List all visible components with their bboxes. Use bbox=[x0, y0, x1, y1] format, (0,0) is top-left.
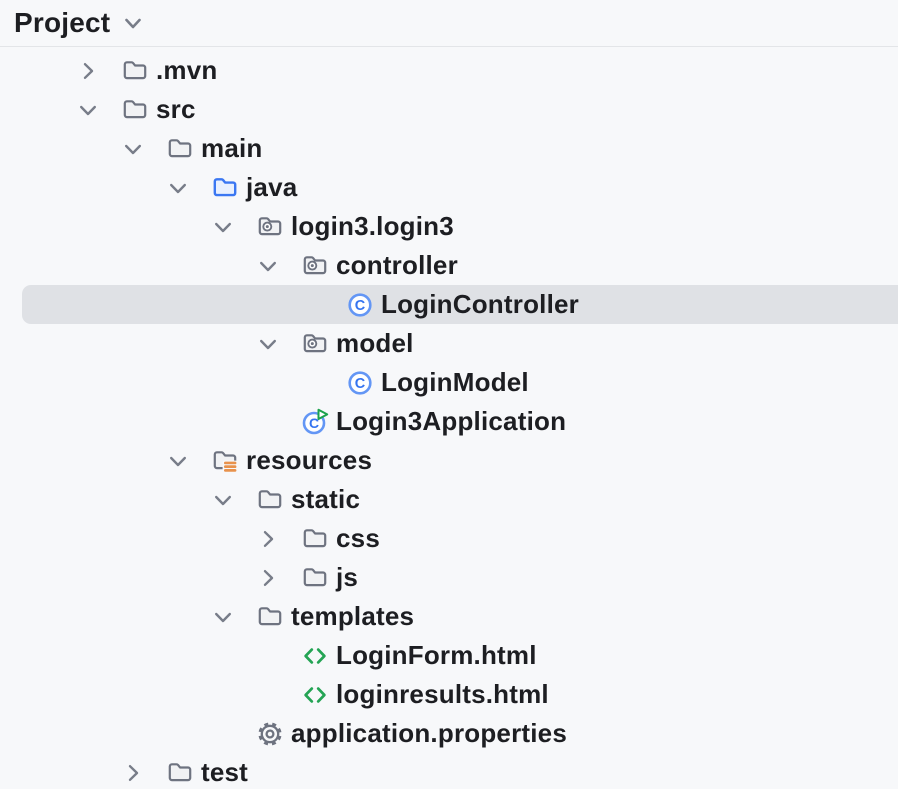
tree-item-label: static bbox=[291, 484, 361, 514]
tree-item-application-properties[interactable]: application.properties bbox=[0, 714, 898, 753]
package-icon bbox=[256, 213, 284, 241]
tree-item-logincontroller[interactable]: C LoginController bbox=[0, 285, 898, 324]
package-icon bbox=[301, 252, 329, 280]
tree-item-templates[interactable]: templates bbox=[0, 597, 898, 636]
properties-file-icon bbox=[256, 720, 284, 748]
tree-item-login3-login3[interactable]: login3.login3 bbox=[0, 207, 898, 246]
folder-icon bbox=[121, 57, 149, 85]
chevron-expanded-icon[interactable] bbox=[256, 332, 301, 356]
svg-text:C: C bbox=[355, 298, 366, 314]
svg-text:C: C bbox=[309, 415, 319, 431]
html-file-icon bbox=[301, 681, 329, 709]
tree-item-label: css bbox=[336, 523, 380, 553]
class-icon: C bbox=[346, 369, 374, 397]
folder-icon bbox=[256, 603, 284, 631]
folder-icon bbox=[301, 525, 329, 553]
tool-window-header: Project bbox=[0, 0, 898, 47]
tree-item-loginform-html[interactable]: LoginForm.html bbox=[0, 636, 898, 675]
tree-item-js[interactable]: js bbox=[0, 558, 898, 597]
tree-item-label: java bbox=[246, 172, 298, 202]
tree-item-css[interactable]: css bbox=[0, 519, 898, 558]
folder-icon bbox=[166, 135, 194, 163]
tree-item-label: resources bbox=[246, 445, 373, 475]
tree-item-label: test bbox=[201, 757, 249, 787]
class-icon: C bbox=[346, 291, 374, 319]
tree-item-loginresults-html[interactable]: loginresults.html bbox=[0, 675, 898, 714]
source-folder-icon bbox=[211, 174, 239, 202]
chevron-expanded-icon[interactable] bbox=[211, 488, 256, 512]
chevron-expanded-icon[interactable] bbox=[166, 449, 211, 473]
tree-item-label: LoginController bbox=[381, 289, 579, 319]
tree-item-label: login3.login3 bbox=[291, 211, 454, 241]
chevron-collapsed-icon[interactable] bbox=[256, 527, 301, 551]
tree-item-resources[interactable]: resources bbox=[0, 441, 898, 480]
svg-text:C: C bbox=[355, 376, 366, 392]
tree-item-label: templates bbox=[291, 601, 415, 631]
tree-item-model[interactable]: model bbox=[0, 324, 898, 363]
chevron-collapsed-icon[interactable] bbox=[121, 761, 166, 785]
chevron-expanded-icon[interactable] bbox=[76, 98, 121, 122]
folder-icon bbox=[301, 564, 329, 592]
folder-icon bbox=[121, 96, 149, 124]
tree-item-label: Login3Application bbox=[336, 406, 567, 436]
chevron-expanded-icon[interactable] bbox=[211, 605, 256, 629]
tree-item-label: LoginForm.html bbox=[336, 640, 537, 670]
resources-folder-icon bbox=[211, 447, 239, 475]
folder-icon bbox=[166, 759, 194, 787]
chevron-expanded-icon[interactable] bbox=[121, 137, 166, 161]
run-application-class-icon: C bbox=[301, 408, 329, 436]
chevron-collapsed-icon[interactable] bbox=[76, 59, 121, 83]
chevron-down-icon bbox=[120, 10, 146, 36]
tree-item-static[interactable]: static bbox=[0, 480, 898, 519]
tree-item-label: application.properties bbox=[291, 718, 568, 748]
folder-icon bbox=[256, 486, 284, 514]
html-file-icon bbox=[301, 642, 329, 670]
chevron-expanded-icon[interactable] bbox=[166, 176, 211, 200]
tree-item-label: src bbox=[156, 94, 196, 124]
tree-item-mvn[interactable]: .mvn bbox=[0, 51, 898, 90]
tree-item-label: .mvn bbox=[156, 55, 218, 85]
tree-item-label: loginresults.html bbox=[336, 679, 549, 709]
tree-item-controller[interactable]: controller bbox=[0, 246, 898, 285]
tree-item-test[interactable]: test bbox=[0, 753, 898, 789]
tree-item-main[interactable]: main bbox=[0, 129, 898, 168]
project-view-title: Project bbox=[14, 7, 111, 38]
chevron-expanded-icon[interactable] bbox=[256, 254, 301, 278]
tree-item-label: controller bbox=[336, 250, 458, 280]
tree-item-label: main bbox=[201, 133, 263, 163]
tree-item-label: LoginModel bbox=[381, 367, 529, 397]
chevron-expanded-icon[interactable] bbox=[211, 215, 256, 239]
tree-item-loginmodel[interactable]: C LoginModel bbox=[0, 363, 898, 402]
package-icon bbox=[301, 330, 329, 358]
tree-item-src[interactable]: src bbox=[0, 90, 898, 129]
tree-item-label: js bbox=[336, 562, 359, 592]
project-view-selector[interactable]: Project bbox=[14, 5, 150, 41]
tree-item-java[interactable]: java bbox=[0, 168, 898, 207]
tree-item-login3application[interactable]: C Login3Application bbox=[0, 402, 898, 441]
chevron-collapsed-icon[interactable] bbox=[256, 566, 301, 590]
tree-item-label: model bbox=[336, 328, 414, 358]
